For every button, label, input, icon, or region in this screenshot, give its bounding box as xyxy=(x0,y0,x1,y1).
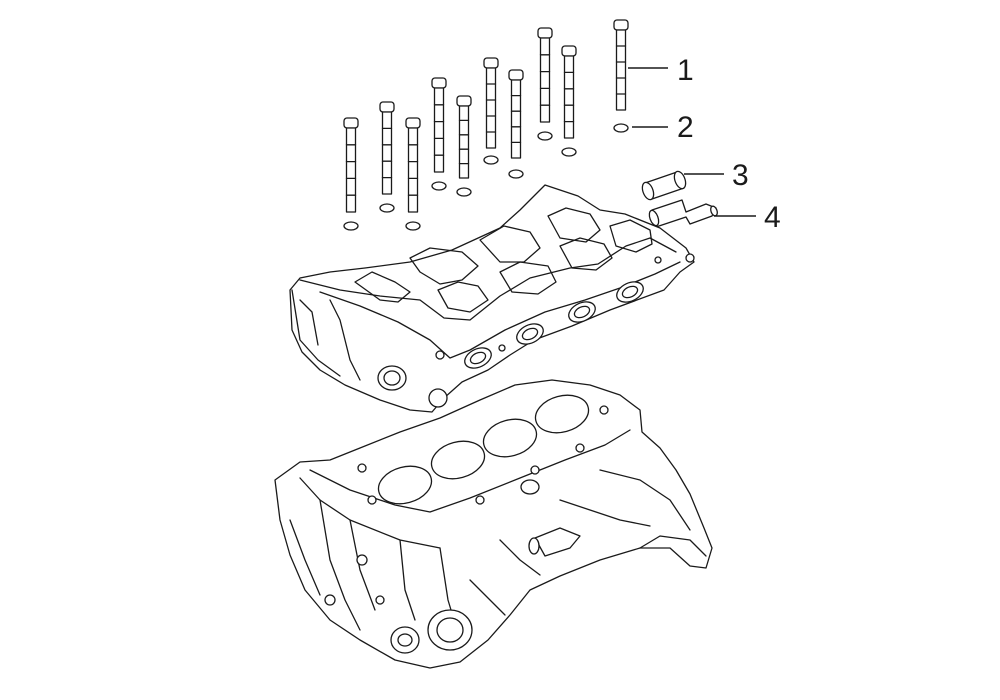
cylinder-head xyxy=(289,184,695,413)
head-bolt xyxy=(483,57,499,149)
head-bolt xyxy=(456,95,472,179)
bolt-washer xyxy=(537,131,553,141)
bolt-washer xyxy=(561,147,577,157)
head-bolt xyxy=(431,77,447,173)
cylinder-block xyxy=(274,379,713,669)
dowel-sleeve xyxy=(641,170,687,201)
callout-4: 4 xyxy=(764,201,781,234)
callouts: 1 2 3 4 xyxy=(628,54,781,234)
callout-3: 3 xyxy=(732,159,749,192)
head-bolt xyxy=(508,69,524,159)
head-bolt xyxy=(613,19,629,111)
head-bolt xyxy=(343,117,359,213)
head-bolt xyxy=(405,117,421,213)
bolt-washer xyxy=(343,221,359,231)
head-bolts xyxy=(343,19,629,231)
water-fitting-pipe xyxy=(648,199,718,228)
bolt-washer xyxy=(405,221,421,231)
bolt-washer xyxy=(483,155,499,165)
head-bolt xyxy=(379,101,395,195)
callout-2: 2 xyxy=(677,111,694,144)
bolt-washer xyxy=(508,169,524,179)
head-bolt xyxy=(537,27,553,123)
bolt-washer xyxy=(431,181,447,191)
bolt-washer xyxy=(379,203,395,213)
callout-1: 1 xyxy=(677,54,694,87)
bolt-washer xyxy=(456,187,472,197)
bolt-washer xyxy=(613,123,629,133)
head-bolt xyxy=(561,45,577,139)
